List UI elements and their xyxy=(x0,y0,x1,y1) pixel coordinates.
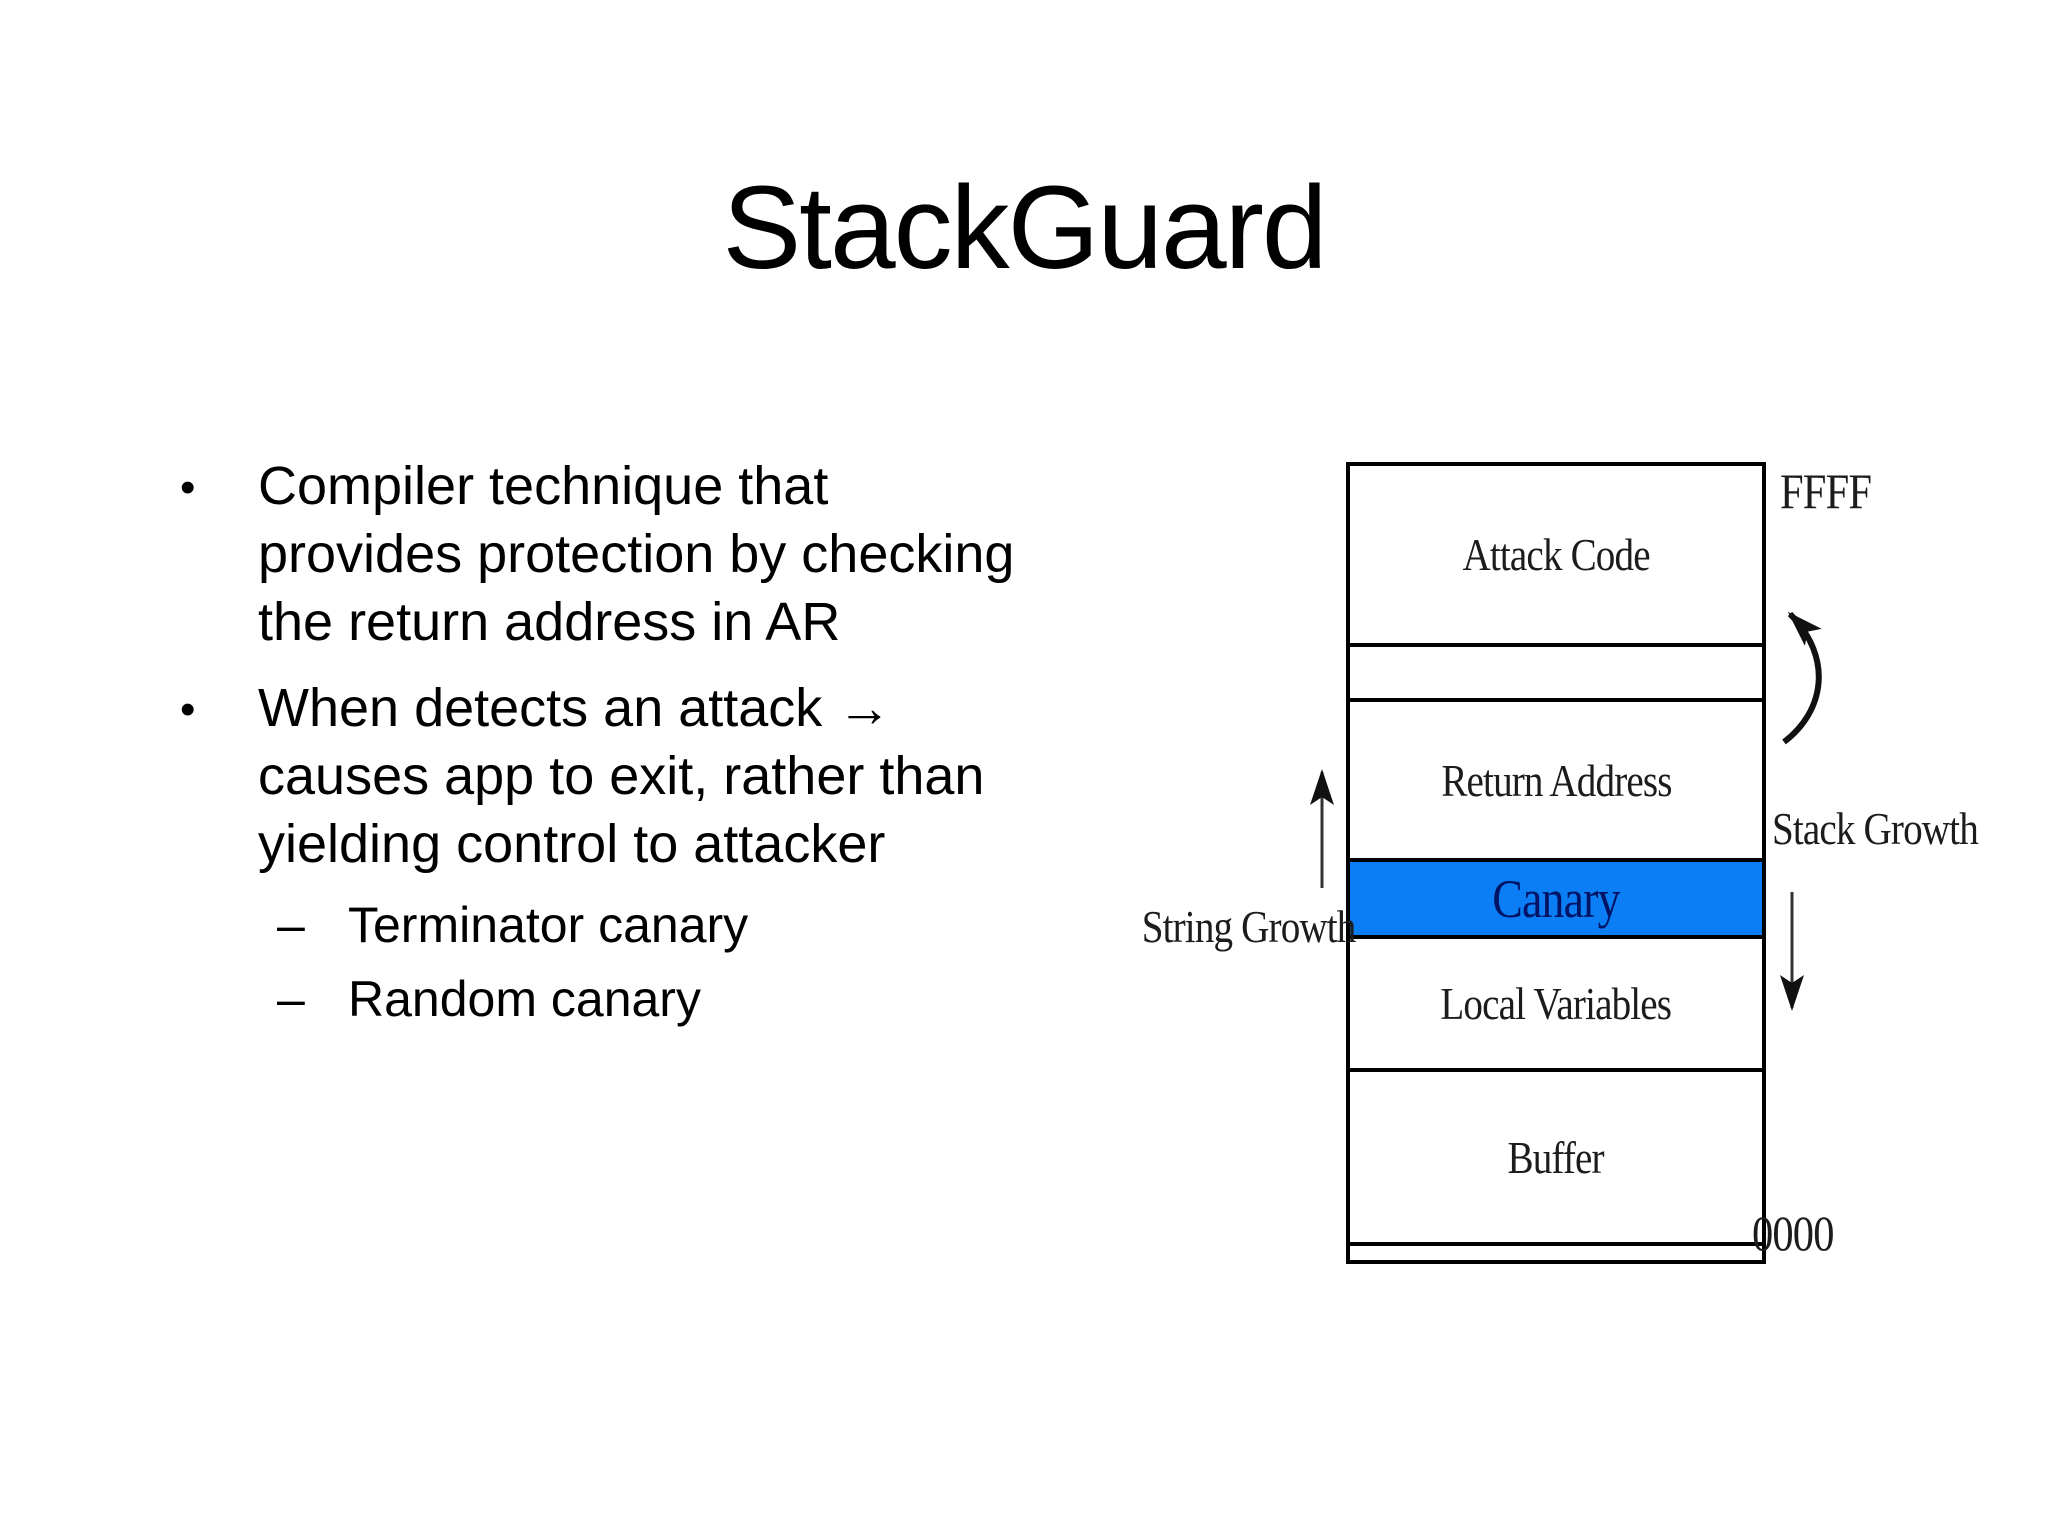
sub-bullet-text: Random canary xyxy=(348,971,701,1027)
bullet-marker: • xyxy=(180,685,196,734)
stack-frame-label: Canary xyxy=(1492,868,1620,929)
stack-frame-return-address: Return Address xyxy=(1350,702,1762,862)
stack-frame-label: Buffer xyxy=(1507,1131,1605,1183)
stack-frame-canary: Canary xyxy=(1350,862,1762,939)
bullet-marker: • xyxy=(180,463,196,512)
address-label-top: FFFF xyxy=(1780,463,1872,519)
bullet-item: • When detects an attack → causes app to… xyxy=(180,674,1060,878)
sub-bullet-text: Terminator canary xyxy=(348,897,749,953)
sub-bullet-item: – Terminator canary xyxy=(277,896,1060,954)
sub-bullet-marker: – xyxy=(277,971,305,1027)
stack-frame-local-variables: Local Variables xyxy=(1350,939,1762,1072)
address-label-bottom: 0000 xyxy=(1752,1205,1834,1261)
bullet-item: • Compiler technique that provides prote… xyxy=(180,452,1060,656)
sub-bullet-list: – Terminator canary – Random canary xyxy=(277,896,1060,1028)
stack-frame-buffer: Buffer xyxy=(1350,1072,1762,1246)
stack-frame-attack-code: Attack Code xyxy=(1350,466,1762,647)
bullet-text: Compiler technique that provides protect… xyxy=(258,456,1015,652)
page-title: StackGuard xyxy=(722,162,1327,294)
bullet-text: When detects an attack → causes app to e… xyxy=(258,678,985,874)
return-to-attack-curve-arrow-icon xyxy=(1782,611,1822,745)
stack-frame-gap xyxy=(1350,647,1762,702)
stack-frame-label: Local Variables xyxy=(1440,978,1673,1029)
stack-diagram: Attack Code Return Address Canary Local … xyxy=(1346,462,1766,1264)
stack-growth-label: Stack Growth xyxy=(1772,803,1979,854)
stack-frame-label: Return Address xyxy=(1440,754,1672,806)
string-growth-label: String Growth xyxy=(1141,901,1357,952)
sub-bullet-marker: – xyxy=(277,897,305,953)
stack-frame-bottom-gap xyxy=(1350,1246,1762,1260)
bullet-list: • Compiler technique that provides prote… xyxy=(180,452,1060,1044)
stack-frame-label: Attack Code xyxy=(1462,529,1650,580)
sub-bullet-item: – Random canary xyxy=(277,970,1060,1028)
